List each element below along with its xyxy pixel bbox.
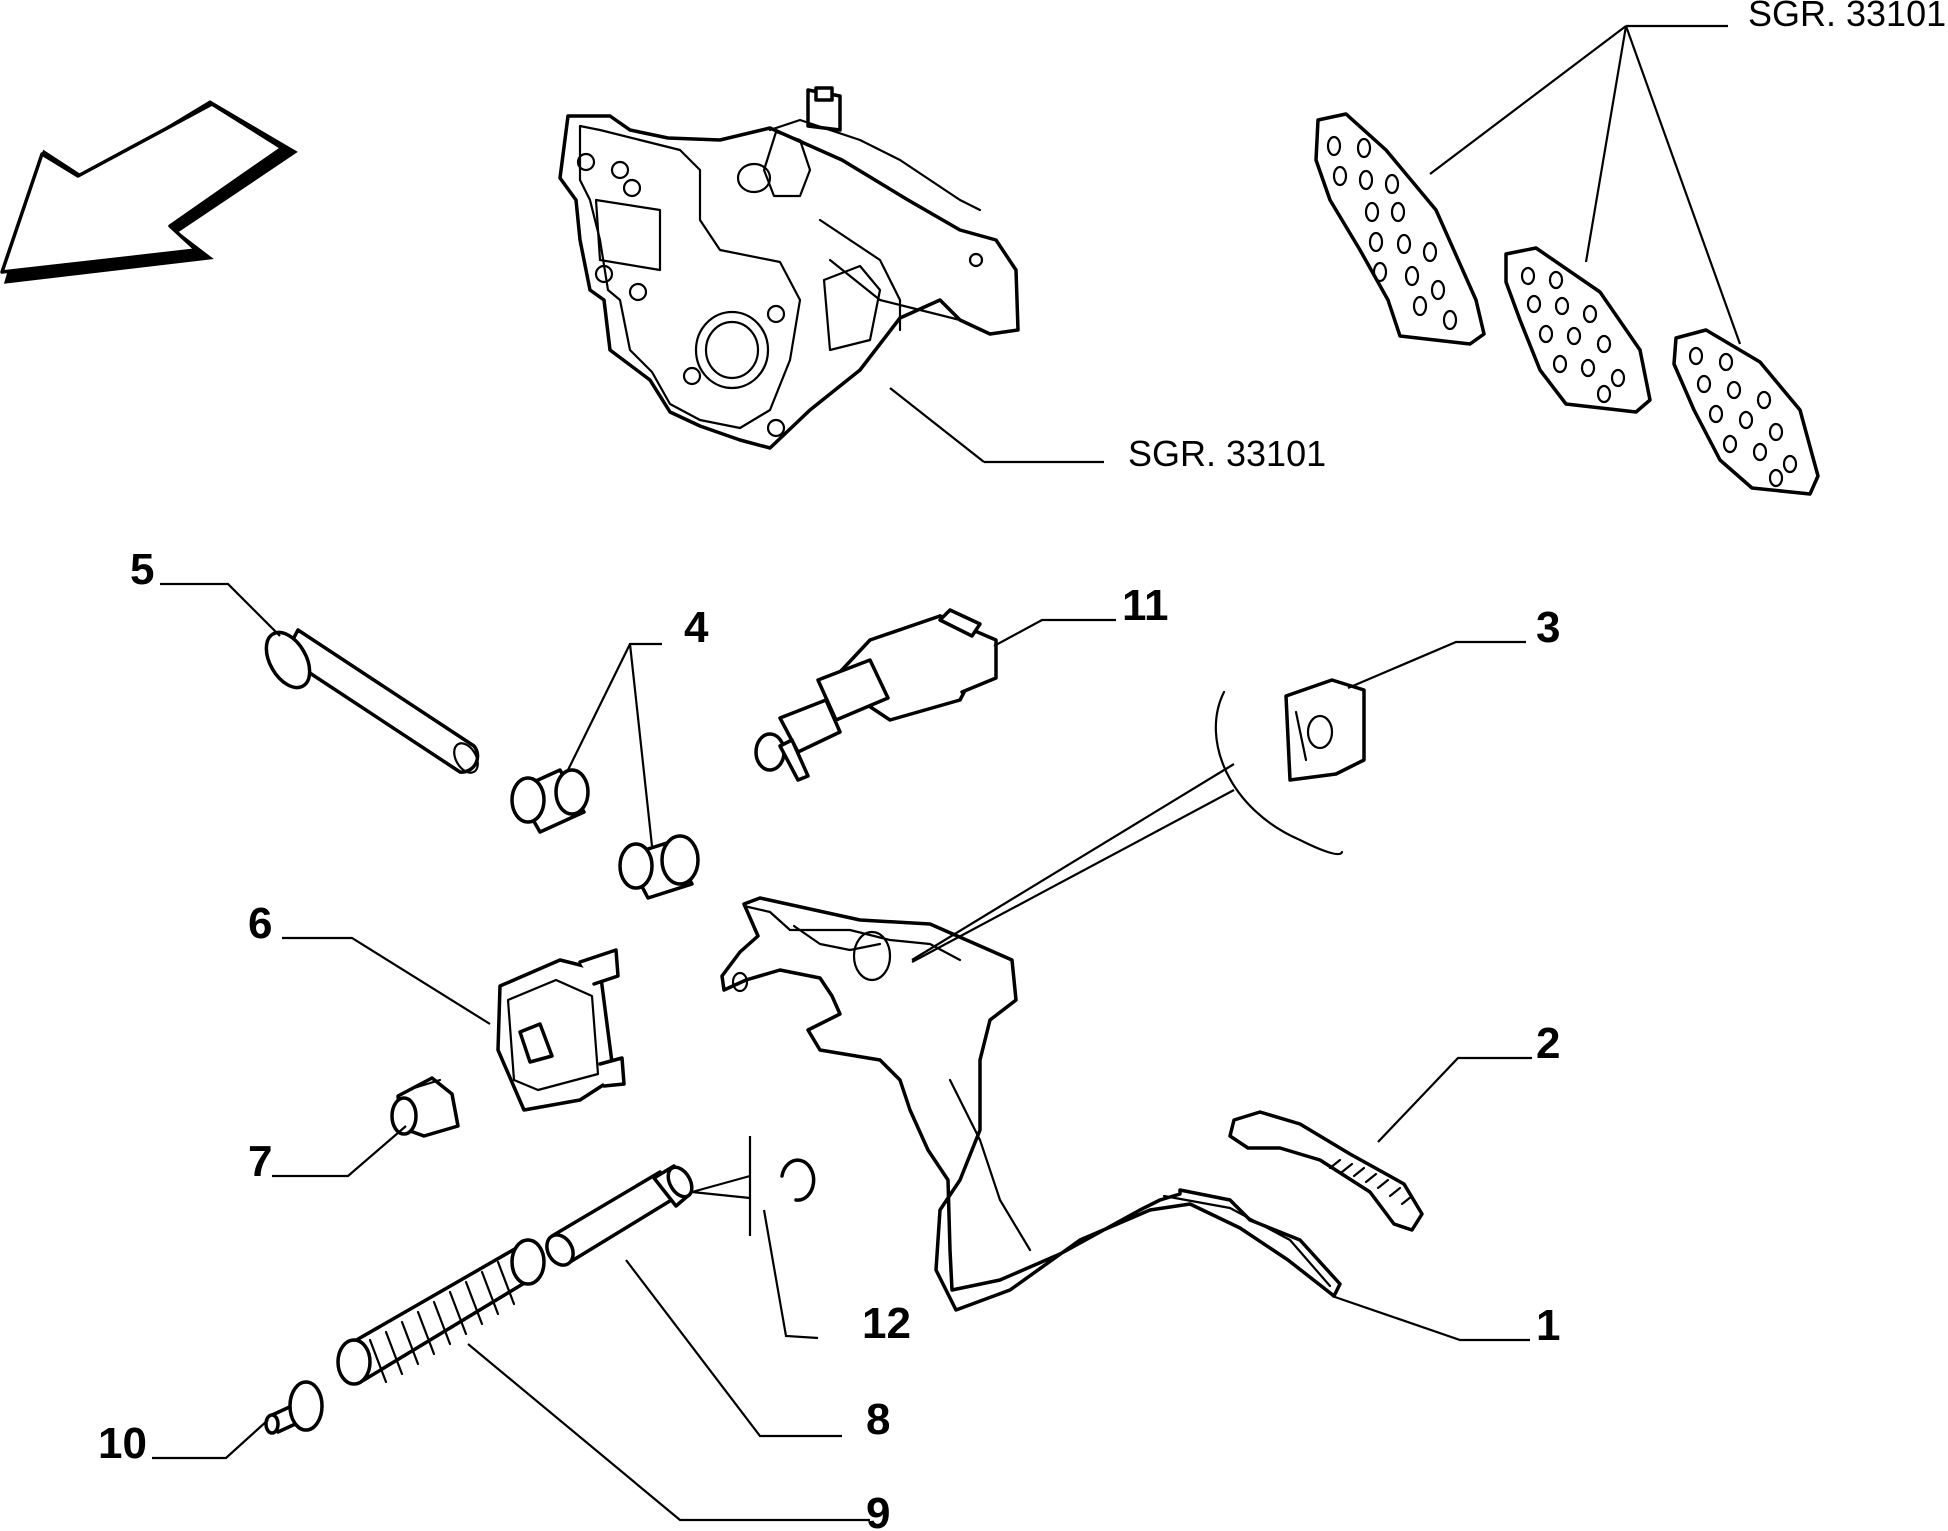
part-5-pin (264, 628, 480, 774)
callout-6: 6 (248, 899, 272, 948)
part-9-spring (336, 1238, 546, 1386)
callout-3: 3 (1536, 603, 1560, 652)
callout-11: 11 (1122, 581, 1169, 630)
part-6-bracket (496, 948, 626, 1112)
part-8-pin (545, 1164, 694, 1267)
part-12-clip-ring (691, 1136, 816, 1236)
callout-7: 7 (248, 1137, 272, 1186)
callout-5: 5 (130, 545, 154, 594)
reference-leaders (889, 24, 1742, 464)
part-2-pedal-rubber (1228, 1110, 1424, 1232)
callout-10: 10 (98, 1419, 147, 1468)
part-11-switch (754, 608, 998, 782)
callout-8: 8 (866, 1395, 890, 1444)
part-7-buffer (390, 1076, 460, 1138)
part-4-bushings (510, 768, 700, 900)
part-1-pedal-lever (720, 896, 1342, 1312)
callout-1: 1 (1536, 1301, 1560, 1350)
pedal-pads (1314, 112, 1820, 496)
callout-2: 2 (1536, 1019, 1560, 1068)
ref-label-pedal-box: SGR. 33101 (1128, 433, 1326, 474)
callout-9: 9 (866, 1489, 890, 1531)
callout-leaders (152, 582, 1532, 1522)
pedal-box-bracket (558, 86, 1020, 450)
callout-4: 4 (684, 603, 709, 652)
part-10-screw (264, 1380, 324, 1435)
direction-arrow (0, 100, 298, 284)
callout-12: 12 (862, 1299, 911, 1348)
ref-label-pedal-pads: SGR. 33101 (1748, 0, 1946, 34)
pad-small-holes (1688, 346, 1798, 488)
part-3-clip (1214, 678, 1366, 856)
pad-large-holes (1326, 135, 1458, 331)
pad-mid-holes (1520, 266, 1626, 404)
